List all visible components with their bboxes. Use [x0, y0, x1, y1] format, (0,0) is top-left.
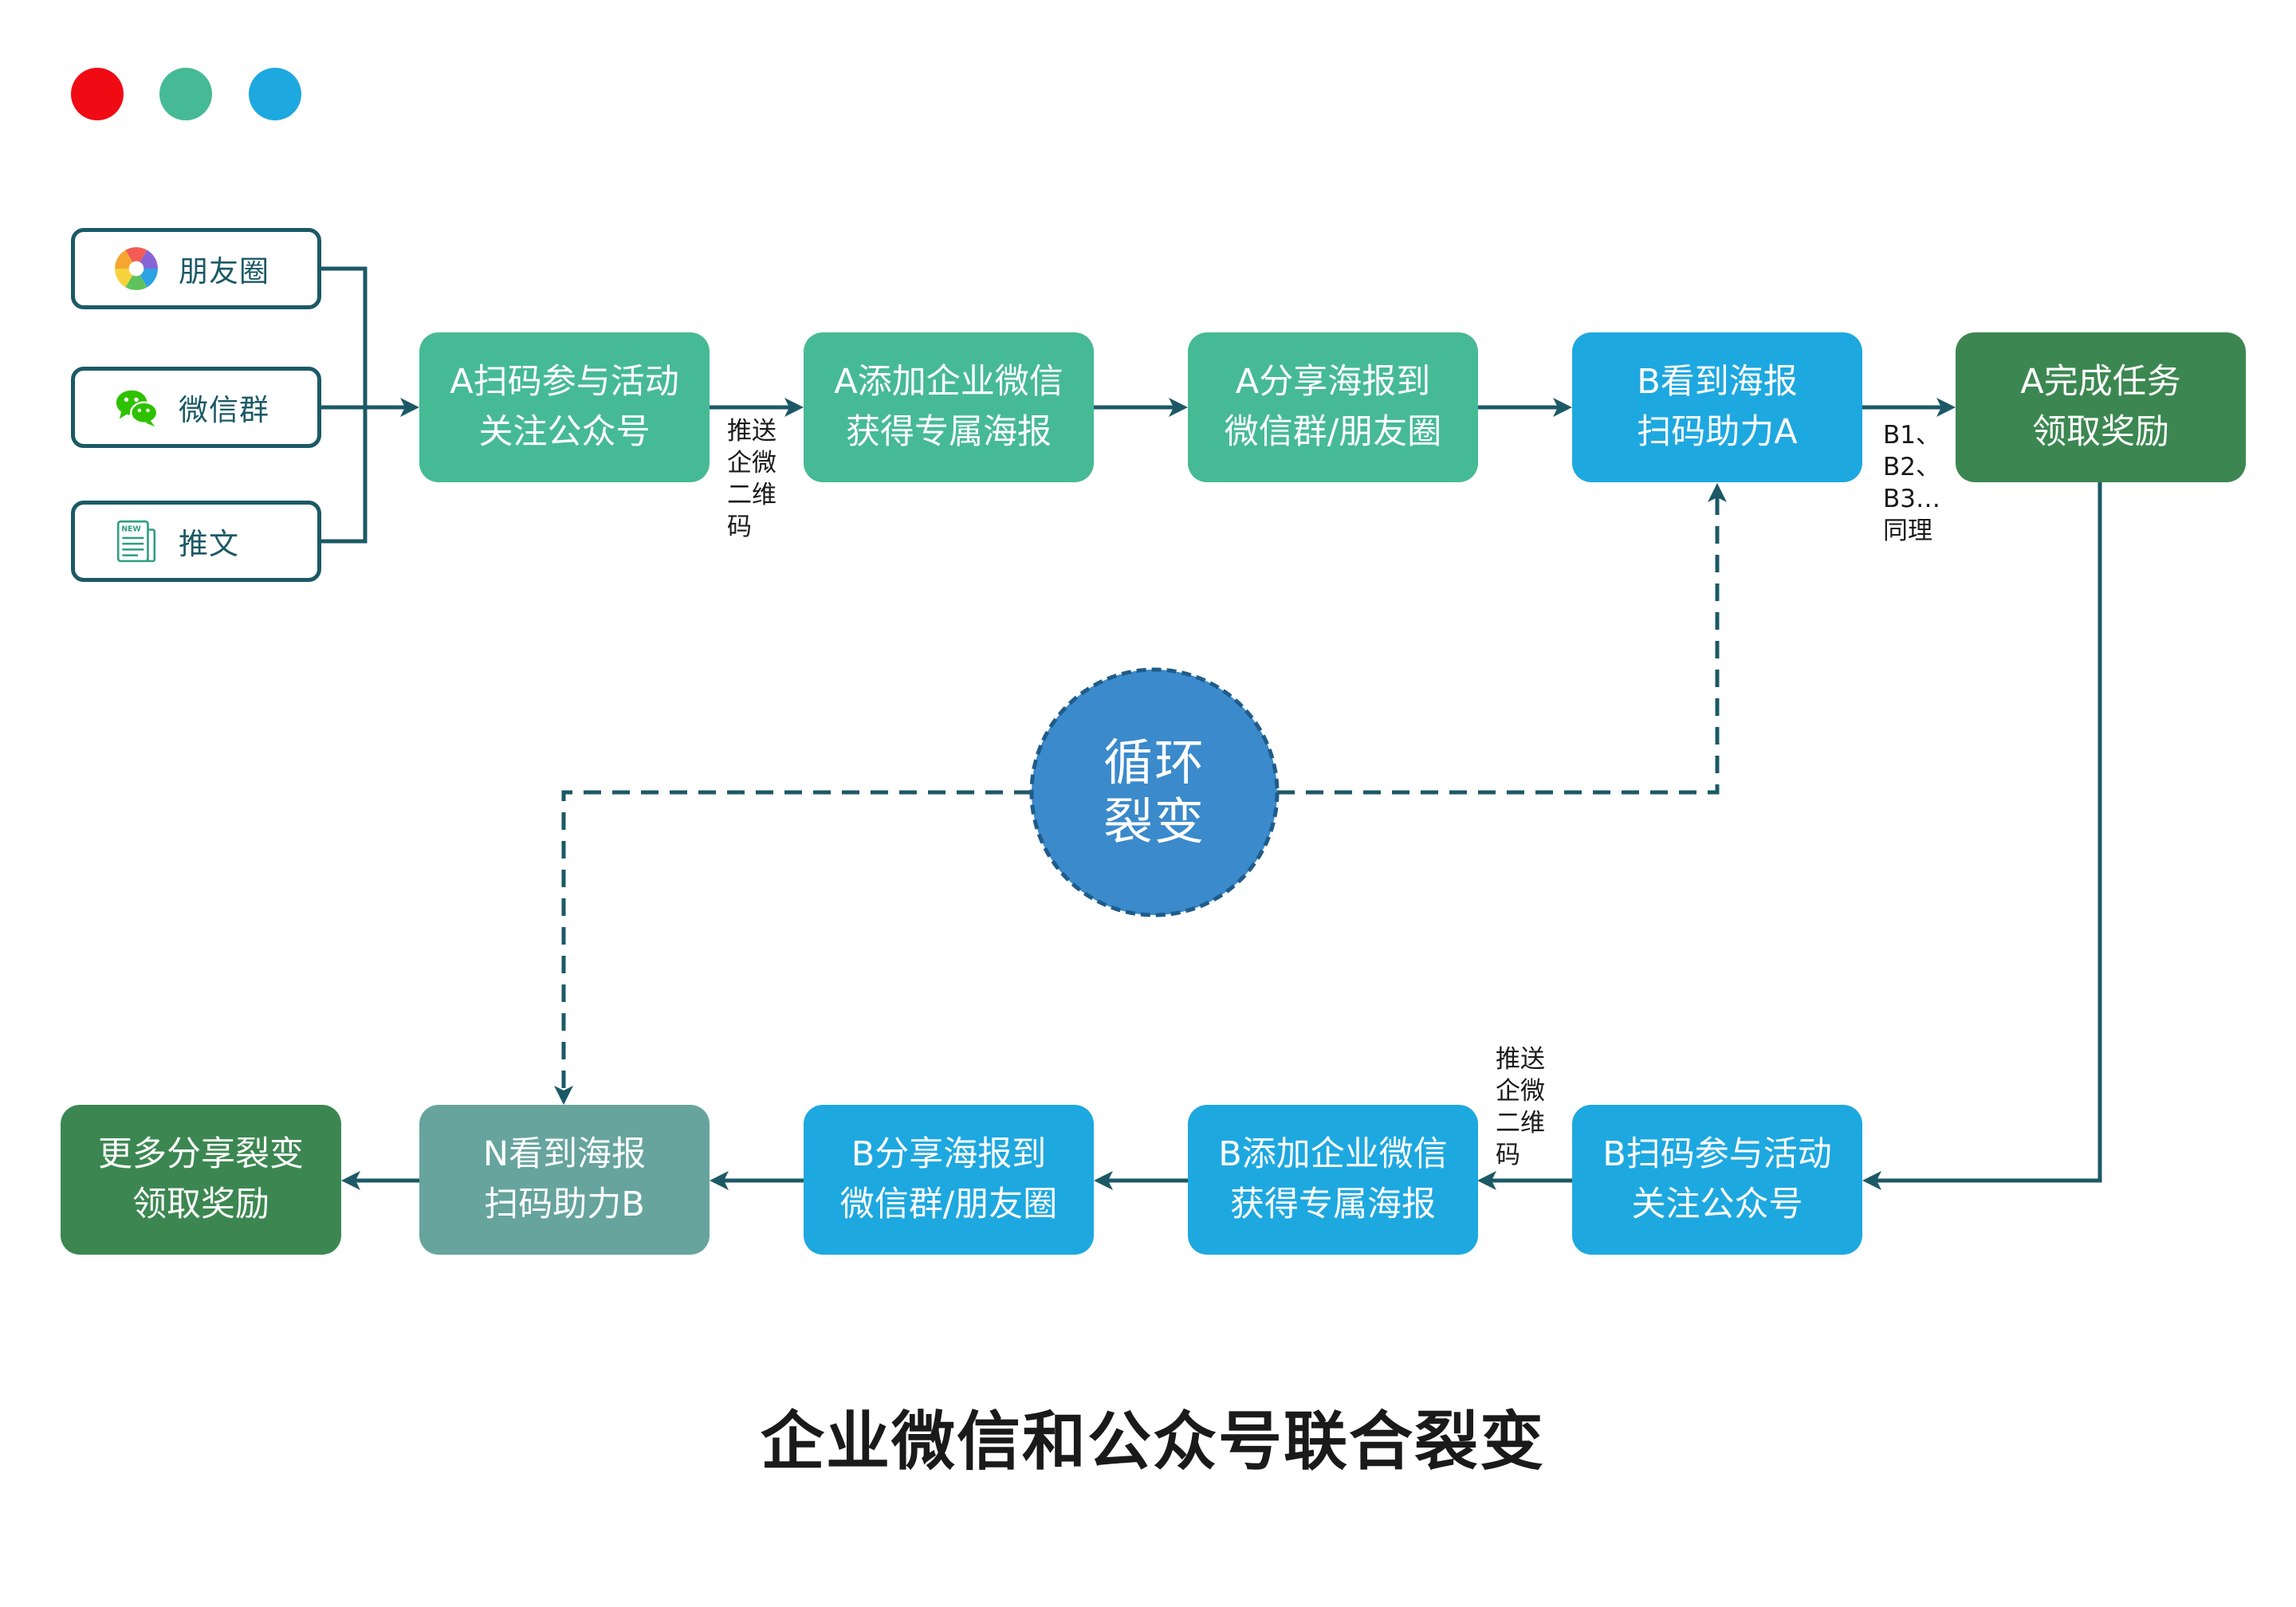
step-line-1: A添加企业微信 [834, 362, 1063, 402]
source-label: 朋友圈 [179, 254, 269, 289]
step-line-1: B添加企业微信 [1218, 1134, 1448, 1174]
wechat-icon [113, 384, 159, 430]
entry-arrowhead [400, 398, 419, 417]
moments-icon [113, 246, 159, 292]
loop-connector-to-b-see-poster [1277, 497, 1720, 795]
step-a-add-wecom: A添加企业微信 获得专属海报 [804, 332, 1094, 482]
source-label: 推文 [179, 527, 239, 561]
arrow-top-4-to-5-head [1936, 398, 1956, 417]
step-line-2: 微信群/朋友圈 [1224, 412, 1442, 452]
article-icon: NEW [113, 518, 159, 564]
source-box-moments: 朋友圈 [71, 228, 321, 309]
loop-arrowhead-down [554, 1086, 573, 1105]
article-icon-badge: NEW [121, 525, 140, 534]
arrow-bottom-1-to-2-head [1477, 1171, 1496, 1190]
loop-arrowhead-up [1708, 483, 1727, 502]
edge-label-line: 企微 [727, 449, 776, 477]
source-box-wechat-group: 微信群 [71, 367, 321, 448]
arrow-bottom-2-to-3-head [1094, 1171, 1113, 1190]
step-n-see-poster: N看到海报 扫码助力B [419, 1105, 710, 1255]
step-line-2: 扫码助力B [484, 1185, 645, 1224]
step-a-complete-task: A完成任务 领取奖励 [1956, 332, 2246, 482]
step-b-share-poster: B分享海报到 微信群/朋友圈 [804, 1105, 1094, 1255]
arrow-bottom-4-to-5-head [341, 1171, 360, 1190]
decor-dot-green [159, 68, 212, 120]
step-line-1: B扫码参与活动 [1602, 1134, 1832, 1174]
arrow-top-1-to-2-head [784, 398, 804, 417]
edge-label-repeat: B1、 B2、 B3… 同理 [1883, 419, 1940, 547]
edge-label-line: 同理 [1883, 517, 1932, 545]
loop-label: 循环 裂变 [1032, 670, 1277, 915]
step-line-1: B看到海报 [1637, 362, 1798, 402]
loop-label-line-1: 循环 [1103, 733, 1205, 792]
step-b-scan-follow: B扫码参与活动 关注公众号 [1572, 1105, 1862, 1255]
source-box-article: NEW 推文 [71, 501, 321, 582]
step-line-2: 获得专属海报 [846, 412, 1052, 452]
step-line-1: 更多分享裂变 [98, 1134, 304, 1174]
edge-label-push-qrcode-bottom: 推送 企微 二维 码 [1496, 1043, 1545, 1171]
step-b-add-wecom: B添加企业微信 获得专属海报 [1188, 1105, 1478, 1255]
edge-label-line: 二维 [727, 481, 776, 509]
loop-connector-to-n-see-poster [561, 790, 1032, 1090]
step-line-2: 扫码助力A [1637, 412, 1798, 452]
step-line-2: 获得专属海报 [1230, 1185, 1436, 1224]
arrow-complete-to-b-scan-head [1862, 1171, 1881, 1190]
step-line-1: B分享海报到 [851, 1134, 1047, 1174]
diagram-title: 企业微信和公众号联合裂变 [761, 1405, 1545, 1479]
step-a-share-poster: A分享海报到 微信群/朋友圈 [1188, 332, 1478, 482]
edge-label-line: B2、 [1883, 453, 1940, 481]
edge-label-line: B1、 [1883, 421, 1940, 450]
step-line-2: 领取奖励 [2032, 412, 2169, 452]
step-line-2: 关注公众号 [1631, 1185, 1803, 1224]
source-label: 微信群 [179, 393, 269, 427]
step-line-1: A扫码参与活动 [450, 362, 679, 402]
edge-label-line: 码 [1496, 1141, 1520, 1169]
decor-dot-red [71, 68, 124, 120]
edge-label-line: B3… [1883, 485, 1940, 513]
loop-circle [1029, 667, 1280, 917]
arrow-top-2-to-3-head [1169, 398, 1188, 417]
step-b-see-poster: B看到海报 扫码助力A [1572, 332, 1862, 482]
arrow-bottom-3-to-4-head [710, 1171, 729, 1190]
step-more-fission-reward: 更多分享裂变 领取奖励 [61, 1105, 341, 1255]
step-a-scan-follow: A扫码参与活动 关注公众号 [419, 332, 710, 482]
edge-label-line: 推送 [1496, 1045, 1545, 1074]
edge-label-line: 码 [727, 513, 752, 541]
edge-label-line: 企微 [1496, 1077, 1545, 1106]
step-line-2: 关注公众号 [478, 412, 651, 452]
edge-label-push-qrcode-top: 推送 企微 二维 码 [727, 415, 776, 543]
arrow-top-3-to-4-head [1553, 398, 1572, 417]
step-line-1: A完成任务 [2020, 362, 2181, 402]
edge-label-line: 推送 [727, 417, 776, 446]
step-line-2: 领取奖励 [132, 1185, 269, 1224]
loop-label-line-2: 裂变 [1103, 792, 1205, 851]
step-line-2: 微信群/朋友圈 [839, 1185, 1058, 1224]
edge-label-line: 二维 [1496, 1109, 1545, 1137]
arrow-complete-to-b-scan-line [1877, 482, 2102, 1183]
step-line-1: N看到海报 [482, 1134, 647, 1174]
step-line-1: A分享海报到 [1235, 362, 1431, 402]
decor-dot-blue [249, 68, 301, 120]
